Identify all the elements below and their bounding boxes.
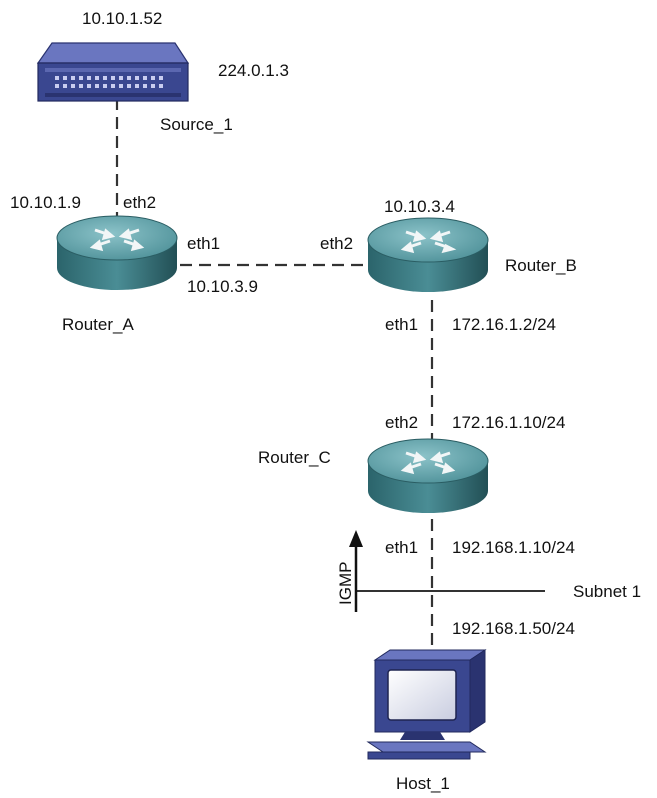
- router-a-icon[interactable]: [56, 215, 178, 290]
- router-a-name: Router_A: [62, 315, 134, 334]
- source-ip-label: 10.10.1.52: [82, 9, 162, 28]
- subnet-label: Subnet 1: [573, 582, 641, 601]
- source-device-icon[interactable]: [36, 42, 190, 102]
- multicast-group-label: 224.0.1.3: [218, 61, 289, 80]
- router-b-eth2-label: eth2: [320, 234, 353, 253]
- source-name-label: Source_1: [160, 115, 233, 134]
- router-b-eth1-ip: 172.16.1.2/24: [452, 315, 556, 334]
- router-b-eth2-ip: 10.10.3.4: [384, 197, 455, 216]
- router-a-eth2-ip: 10.10.1.9: [10, 193, 81, 212]
- router-b-name: Router_B: [505, 256, 577, 275]
- router-c-name: Router_C: [258, 448, 331, 467]
- host-computer-icon[interactable]: [366, 649, 487, 760]
- host-ip-label: 192.168.1.50/24: [452, 619, 575, 638]
- router-c-eth2-label: eth2: [385, 413, 418, 432]
- router-a-eth1-ip: 10.10.3.9: [187, 277, 258, 296]
- host-name-label: Host_1: [396, 774, 450, 793]
- router-a-eth2-label: eth2: [123, 193, 156, 212]
- router-c-eth1-label: eth1: [385, 538, 418, 557]
- igmp-label: IGMP: [336, 562, 355, 605]
- router-c-icon[interactable]: [367, 438, 489, 513]
- router-c-eth2-ip: 172.16.1.10/24: [452, 413, 565, 432]
- igmp-arrow-head: [349, 530, 363, 547]
- router-a-eth1-label: eth1: [187, 234, 220, 253]
- router-b-eth1-label: eth1: [385, 315, 418, 334]
- router-c-eth1-ip: 192.168.1.10/24: [452, 538, 575, 557]
- router-b-icon[interactable]: [367, 217, 489, 292]
